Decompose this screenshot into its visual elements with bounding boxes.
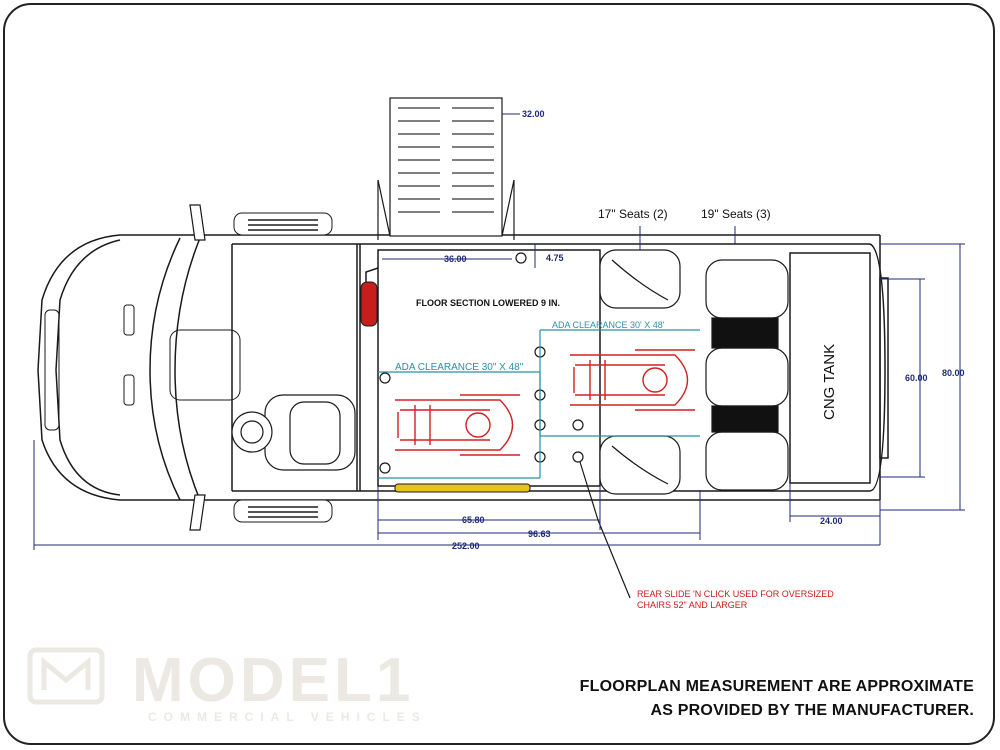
dim-overall-width: 80.00 [942, 368, 965, 378]
seats-17in [599, 249, 681, 495]
dim-interior-width: 60.00 [905, 373, 928, 383]
label-rear-note-line1: REAR SLIDE 'N CLICK USED FOR OVERSIZED [637, 589, 834, 599]
driver-seat [231, 394, 356, 471]
dim-floor-length: 65.80 [462, 515, 485, 525]
label-17in-seats: 17" Seats (2) [598, 207, 668, 221]
grille [44, 304, 241, 431]
dim-overall-length: 252.00 [452, 541, 480, 551]
anchor-point [379, 372, 391, 384]
anchor-point [515, 252, 527, 264]
dim-tank-depth: 24.00 [820, 516, 843, 526]
dim-step-offset: 4.75 [546, 253, 564, 263]
dim-ramp-width: 32.00 [522, 109, 545, 119]
label-cng-tank: CNG TANK [821, 344, 838, 420]
anchor-point [572, 419, 584, 431]
anchor-point [572, 451, 584, 463]
fire-extinguisher [360, 267, 379, 327]
ada-clearance-zones [378, 329, 700, 479]
dimension-lines [33, 113, 965, 550]
footer-note-line1: FLOORPLAN MEASUREMENT ARE APPROXIMATE [579, 678, 974, 695]
footer-note-line2: AS PROVIDED BY THE MANUFACTURER. [650, 702, 974, 719]
seats-19in [705, 259, 789, 491]
label-ada-clearance-1: ADA CLEARANCE 30" X 48" [395, 362, 524, 373]
mirrors [189, 204, 206, 531]
label-rear-note-line2: CHAIRS 52" AND LARGER [637, 600, 748, 610]
grab-bar [394, 483, 531, 493]
wheelchair-2 [570, 349, 695, 411]
label-19in-seats: 19" Seats (3) [701, 207, 771, 221]
wheelchair-1 [395, 394, 520, 456]
dim-clearance-length: 96.63 [528, 529, 551, 539]
logo-badge [27, 647, 105, 705]
front-steps [233, 212, 333, 523]
wheelchair-ramp [377, 97, 515, 240]
logo-wordmark: MODEL1 [132, 646, 415, 715]
label-floor-section: FLOOR SECTION LOWERED 9 IN. [416, 298, 560, 308]
anchor-point [379, 462, 391, 474]
logo-subtitle: COMMERCIAL VEHICLES [148, 710, 427, 724]
label-ada-clearance-2: ADA CLEARANCE 30' X 48' [552, 320, 665, 330]
dim-door-width: 36.00 [444, 254, 467, 264]
